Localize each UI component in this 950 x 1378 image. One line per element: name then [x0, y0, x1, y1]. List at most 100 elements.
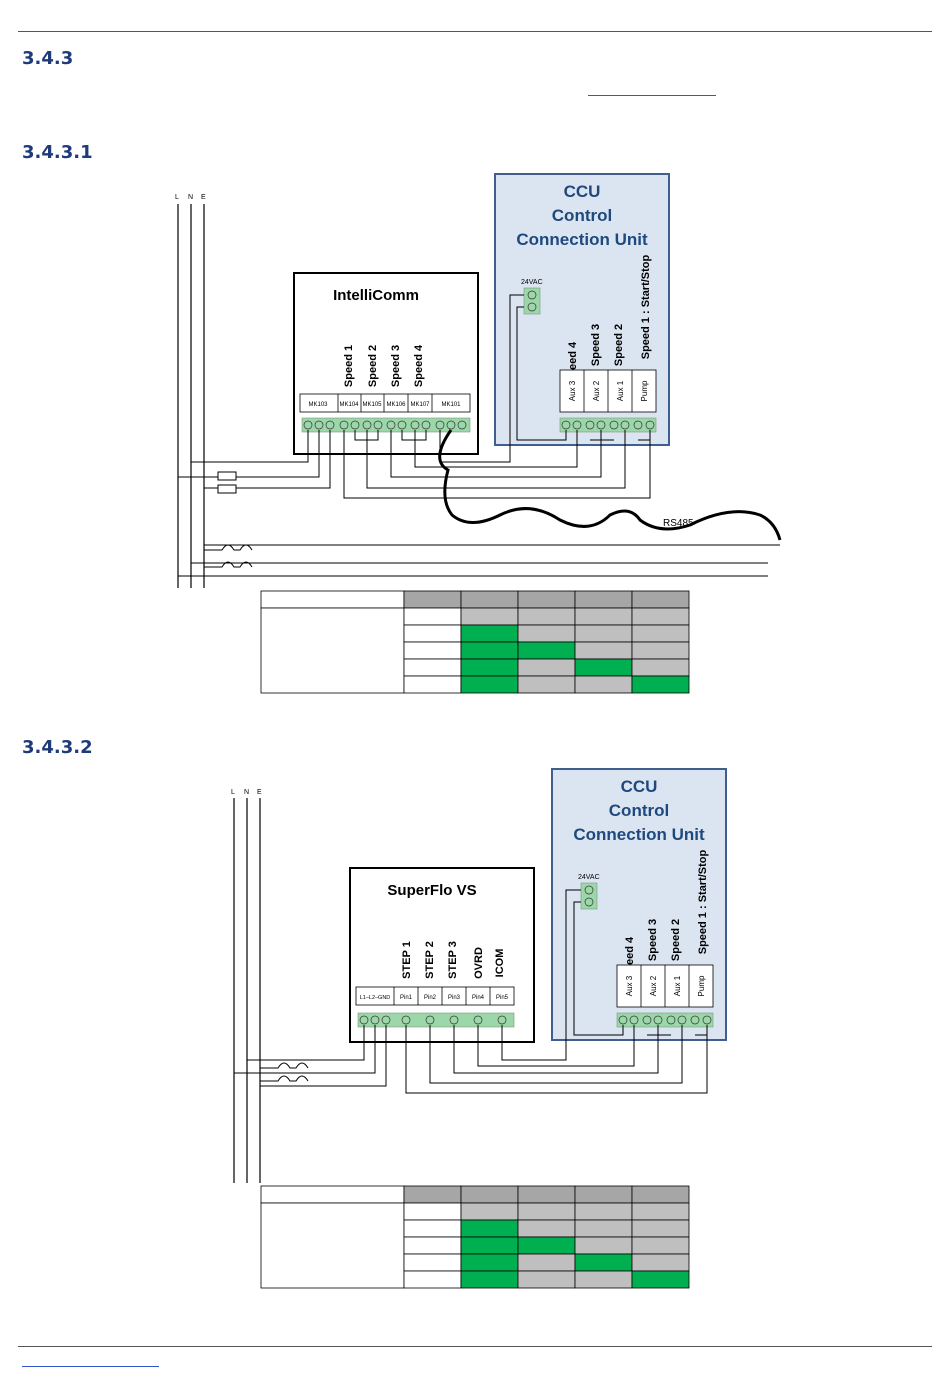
- table-cell-active: [460, 1236, 519, 1255]
- table-cell-active: [460, 1253, 519, 1272]
- table-cell-inactive: [517, 1202, 576, 1221]
- phase-label-n: N: [244, 789, 249, 796]
- phase-label-l: L: [175, 194, 179, 201]
- table-key-cell: [403, 1219, 462, 1238]
- table-cell-inactive: [574, 1270, 633, 1289]
- superflo-title: SuperFlo VS: [387, 882, 476, 899]
- ccu-speed-label: Speed 3: [590, 324, 602, 366]
- table-cell-active: [460, 1270, 519, 1289]
- ccu-title-line-1: CCU: [621, 777, 658, 796]
- connector-label: MK101: [441, 402, 461, 408]
- table-key-cell: [403, 1253, 462, 1272]
- step-label: STEP 3: [447, 941, 459, 979]
- table-header-cell: [403, 590, 462, 609]
- footer-link-underline[interactable]: [22, 1366, 159, 1367]
- device-speed-label: Speed 4: [413, 344, 425, 387]
- aux-label: Aux 1: [673, 975, 682, 996]
- table-cell-inactive: [631, 1236, 690, 1255]
- vac-label: 24VAC: [521, 279, 543, 286]
- aux-label: Pump: [640, 380, 649, 401]
- hyperlink-underline[interactable]: [588, 95, 716, 96]
- table-cell-active: [574, 1253, 633, 1272]
- connector-label: L1–L2–GND: [360, 995, 391, 1001]
- vac-terminal-icon: [527, 302, 537, 312]
- ccu-terminal-row: [561, 420, 655, 430]
- table-header-cell: [631, 1185, 690, 1204]
- phase-label-e: E: [257, 789, 262, 796]
- device-speed-label: Speed 2: [367, 345, 379, 387]
- table-key-cell: [403, 641, 462, 660]
- table-cell-inactive: [631, 658, 690, 677]
- aux-label: Aux 3: [568, 380, 577, 401]
- table-header-cell: [631, 590, 690, 609]
- ccu-title-line-3: Connection Unit: [573, 825, 705, 844]
- device-terminal-row: [303, 420, 467, 430]
- table-key-cell: [403, 607, 462, 626]
- table-cell-inactive: [517, 624, 576, 643]
- step-label: STEP 2: [424, 941, 436, 979]
- table-key-cell: [403, 658, 462, 677]
- aux-label: Aux 3: [625, 975, 634, 996]
- ccu-title-line-2: Control: [609, 801, 669, 820]
- table-cell-inactive: [574, 624, 633, 643]
- connector-label: MK107: [410, 402, 430, 408]
- table-key-cell: [403, 1202, 462, 1221]
- table-cell-active: [460, 1219, 519, 1238]
- ccu-speed-label: Speed 3: [647, 919, 659, 961]
- section-heading-3-4-3-1: 3.4.3.1: [22, 142, 93, 163]
- phase-label-l: L: [231, 789, 235, 796]
- table-cell-inactive: [517, 1219, 576, 1238]
- table-cell-inactive: [517, 675, 576, 694]
- table-row-label-cell: [260, 1202, 405, 1289]
- connector-label: Pin3: [448, 995, 461, 1001]
- table-header-label-cell: [260, 1185, 405, 1204]
- table-cell-inactive: [460, 1202, 519, 1221]
- table-header-cell: [460, 590, 519, 609]
- table-header-label-cell: [260, 590, 405, 609]
- table-header-cell: [517, 1185, 576, 1204]
- section-heading-3-4-3: 3.4.3: [22, 48, 74, 69]
- table-cell-active: [517, 1236, 576, 1255]
- ccu-title-line-1: CCU: [564, 182, 601, 201]
- table-cell-inactive: [574, 1236, 633, 1255]
- aux-label: Aux 1: [616, 380, 625, 401]
- section-heading-3-4-3-2: 3.4.3.2: [22, 737, 93, 758]
- connector-label: MK105: [362, 402, 382, 408]
- table-cell-active: [574, 658, 633, 677]
- connector-label: MK106: [386, 402, 406, 408]
- table-cell-inactive: [574, 675, 633, 694]
- ccu-speed-label: Speed 2: [670, 919, 682, 961]
- device-terminal-row: [359, 1015, 507, 1025]
- table-key-cell: [403, 1270, 462, 1289]
- aux-label: Aux 2: [592, 380, 601, 401]
- aux-label: Aux 2: [649, 975, 658, 996]
- table-header-cell: [574, 590, 633, 609]
- table-cell-active: [460, 641, 519, 660]
- phase-label-n: N: [188, 194, 193, 201]
- bottom-rule: [18, 1346, 932, 1347]
- rs485-label: RS485: [663, 518, 694, 529]
- table-cell-inactive: [574, 1202, 633, 1221]
- table-cell-inactive: [631, 1253, 690, 1272]
- table-cell-inactive: [460, 607, 519, 626]
- table-cell-active: [460, 675, 519, 694]
- top-rule: [18, 31, 932, 32]
- table-cell-inactive: [631, 1202, 690, 1221]
- wiring-diagram-intellicomm: L N E CCU Control Connection Unit 24VAC …: [175, 173, 782, 694]
- table-key-cell: [403, 675, 462, 694]
- table-row-label-cell: [260, 607, 405, 694]
- connector-label: MK103: [308, 402, 328, 408]
- table-cell-inactive: [631, 624, 690, 643]
- table-cell-inactive: [574, 1219, 633, 1238]
- table-header-cell: [517, 590, 576, 609]
- table-header-cell: [460, 1185, 519, 1204]
- vac-terminal-icon: [527, 290, 537, 300]
- table-cell-inactive: [574, 607, 633, 626]
- phase-label-e: E: [201, 194, 206, 201]
- rs485-cable: [438, 429, 782, 541]
- ccu-title-line-2: Control: [552, 206, 612, 225]
- table-cell-inactive: [517, 1253, 576, 1272]
- table-cell-inactive: [631, 641, 690, 660]
- speed-status-table-1: [260, 590, 690, 694]
- table-cell-inactive: [517, 607, 576, 626]
